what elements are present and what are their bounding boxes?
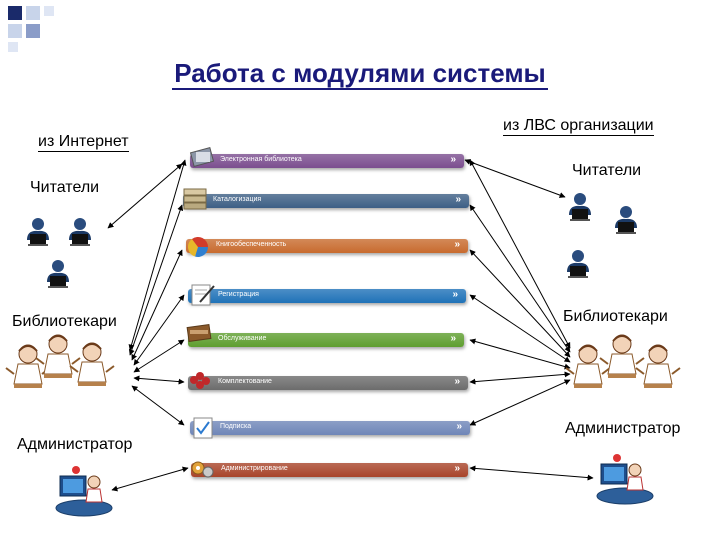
module-arrow-icon: » <box>452 289 458 300</box>
module-label: Подписка <box>220 423 252 430</box>
registration-icon <box>191 284 215 306</box>
module-label: Книгообеспеченность <box>216 241 287 248</box>
module-arrow-icon: » <box>456 421 462 432</box>
module-service[interactable]: Обслуживание » <box>188 333 464 347</box>
module-subscription[interactable]: Подписка » <box>190 421 470 435</box>
module-arrow-icon: » <box>450 154 456 165</box>
subscription-icon <box>193 417 213 439</box>
module-label: Комплектование <box>218 378 272 385</box>
module-cataloging[interactable]: Каталогизация » <box>183 194 469 208</box>
left-admin-label: Администратор <box>17 436 133 453</box>
module-acquisition[interactable]: Комплектование » <box>188 376 468 390</box>
module-arrow-icon: » <box>455 194 461 205</box>
module-administration[interactable]: Администрирование » <box>191 463 468 477</box>
catalog-icon <box>183 188 207 210</box>
module-arrow-icon: » <box>450 333 456 344</box>
module-arrow-icon: » <box>454 376 460 387</box>
left-readers-label: Читатели <box>30 179 100 196</box>
module-label: Обслуживание <box>218 335 267 342</box>
module-electronic-library[interactable]: Электронная библиотека » <box>190 154 464 168</box>
module-label: Каталогизация <box>213 196 262 203</box>
left-librarians-label: Библиотекари <box>12 313 117 330</box>
left-header: из Интернет <box>38 133 129 152</box>
service-icon <box>186 323 212 343</box>
module-arrow-icon: » <box>454 463 460 474</box>
module-arrow-icon: » <box>454 239 460 250</box>
module-book-supply[interactable]: Книгообеспеченность » <box>186 239 468 253</box>
right-librarians-label: Библиотекари <box>563 308 668 325</box>
right-header: из ЛВС организации <box>503 117 654 136</box>
page-title: Работа с модулями системы <box>172 58 548 90</box>
pie-chart-icon <box>188 237 208 257</box>
right-admin-label: Администратор <box>565 420 681 437</box>
module-registration[interactable]: Регистрация » <box>188 289 466 303</box>
acquisition-icon <box>190 372 210 389</box>
right-readers-label: Читатели <box>572 162 642 179</box>
administration-icon <box>191 461 214 478</box>
module-label: Администрирование <box>221 465 288 472</box>
module-label: Электронная библиотека <box>220 156 302 163</box>
module-label: Регистрация <box>218 291 259 298</box>
book-icon <box>189 147 215 167</box>
